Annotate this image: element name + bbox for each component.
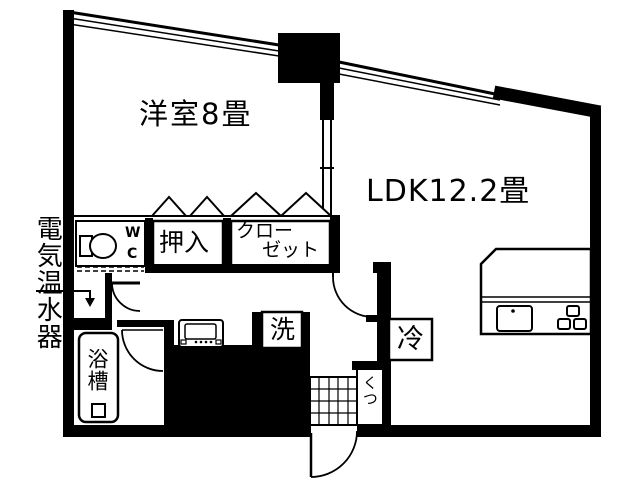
exterior-wall-right	[590, 108, 601, 437]
toilet-bowl-icon	[89, 233, 117, 259]
washbasin-corner-2	[215, 339, 222, 345]
washbasin-corner-1	[180, 339, 187, 345]
kitchen-faucet-dot	[511, 309, 515, 313]
water-heater-arrow-head	[85, 298, 95, 307]
partition-wall-top	[320, 78, 334, 120]
heater-closet-wall	[105, 273, 112, 318]
closet-label-line2: ゼット	[262, 239, 320, 261]
stove-burner-3	[573, 318, 587, 330]
closet-divider-wall-1	[145, 218, 153, 273]
washbasin-bowl-icon	[184, 323, 217, 340]
folding-door-triangle-4	[278, 191, 334, 217]
stove-burner-2	[557, 318, 571, 330]
water-heater-label: 電気温水器	[32, 215, 63, 350]
closet-divider-wall-2	[223, 218, 231, 273]
window-slant-left-2	[68, 17, 280, 52]
folding-door-triangle-3	[228, 191, 284, 217]
closet-label-line1: クロー	[236, 220, 294, 242]
exterior-wall-left	[63, 10, 74, 433]
wc-label-w: W	[125, 225, 141, 241]
wc-label-c: C	[127, 246, 138, 262]
structural-column	[278, 33, 340, 83]
washbasin-dot-4	[209, 340, 213, 344]
oshiire-label: 押入	[159, 228, 210, 257]
washer-label: 洗	[270, 315, 296, 344]
washer-niche-wall-left	[252, 312, 262, 348]
folding-door-triangle-1	[149, 195, 189, 217]
washbasin-dot-1	[194, 340, 198, 344]
window-slant-left-3	[68, 23, 280, 57]
kitchen-sink-icon	[496, 305, 533, 332]
bathroom-top-wall	[74, 318, 112, 330]
stove-burner-1	[566, 305, 580, 317]
washer-box	[260, 310, 304, 350]
fridge-label: 冷	[397, 324, 424, 355]
shoe-cabinet-box	[356, 368, 384, 426]
wc-swing-door-arc	[111, 282, 141, 312]
window-slant-left-1	[68, 10, 280, 47]
shoe-cabinet-top-wall	[352, 361, 391, 370]
washer-niche-wall-right	[300, 312, 310, 348]
washbasin-dot-2	[199, 340, 203, 344]
ldk-label: LDK12.2畳	[366, 174, 531, 209]
bathtub-drain-icon	[91, 403, 106, 418]
corridor-bottom-wall	[117, 320, 172, 327]
bathroom-door-arc	[121, 329, 164, 372]
fridge-box	[387, 317, 434, 362]
entry-door-arc	[310, 430, 358, 478]
window-slant-right-1	[338, 60, 501, 97]
exterior-wall-slant	[492, 85, 602, 119]
folding-door-triangle-2	[187, 195, 227, 217]
closet-row-bottom-wall	[145, 264, 338, 273]
bathtub-label: 浴槽	[85, 348, 110, 392]
exterior-wall-bottom-right	[357, 425, 601, 437]
water-heater-arrow-line	[36, 290, 91, 298]
window-slant-right-2	[338, 67, 501, 101]
ldk-door-arc	[332, 276, 374, 318]
washroom-divider-wall	[164, 320, 174, 433]
closet-right-wall	[330, 215, 340, 273]
western-room-label: 洋室8畳	[139, 97, 253, 131]
window-slant-right-3	[338, 73, 501, 106]
shoes-label: くつ	[360, 375, 379, 407]
bathtub	[77, 331, 120, 424]
service-core-block	[174, 345, 310, 433]
washbasin-dot-3	[204, 340, 208, 344]
